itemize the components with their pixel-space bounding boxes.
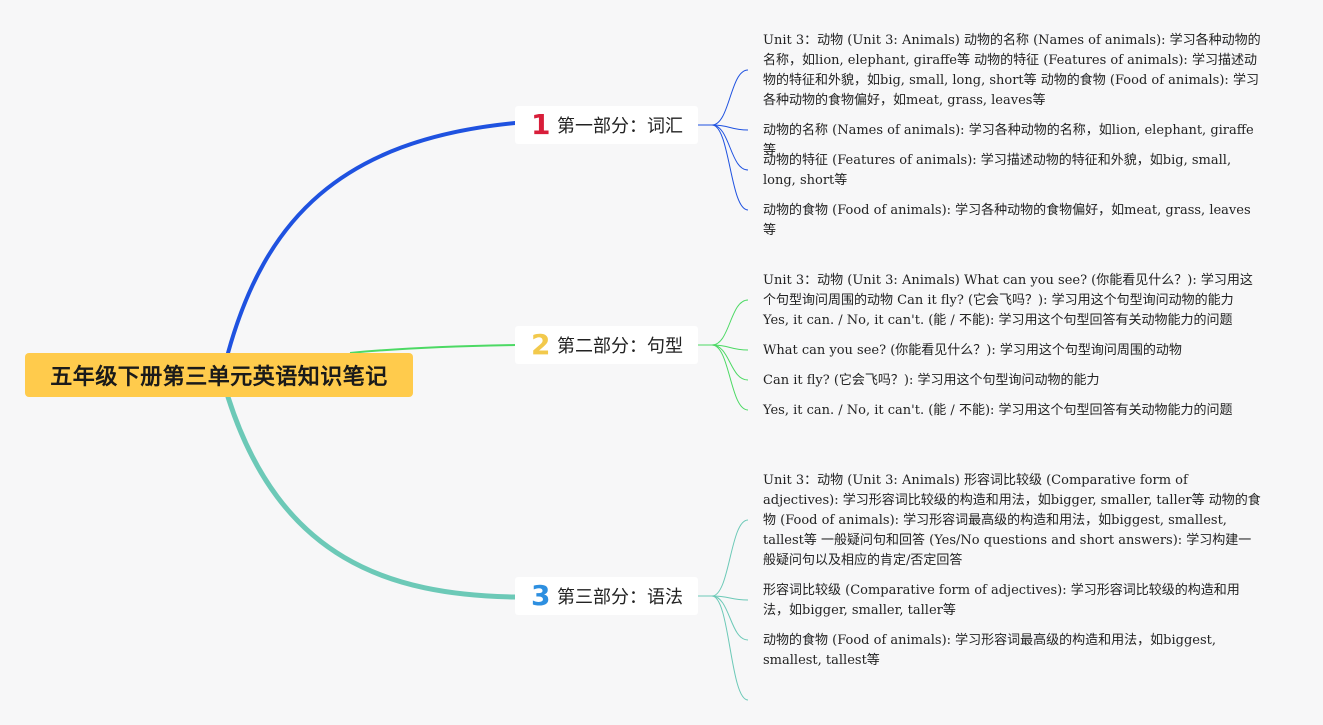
leaf-grammar-summary[interactable]: Unit 3：动物 (Unit 3: Animals) 形容词比较级 (Comp… bbox=[763, 473, 1261, 568]
leaf-sentences-yes-no[interactable]: Yes, it can. / No, it can't. (能 / 不能): 学… bbox=[763, 403, 1233, 418]
leaf-sentences-what-can-you-see[interactable]: What can you see? (你能看见什么？): 学习用这个句型询问周围… bbox=[763, 343, 1182, 358]
main-branch-3 bbox=[225, 394, 518, 600]
section-number-2: 2 bbox=[531, 328, 551, 361]
leaf-vocabulary-summary[interactable]: Unit 3：动物 (Unit 3: Animals) 动物的名称 (Names… bbox=[763, 33, 1261, 108]
sub-branches-3 bbox=[698, 519, 749, 701]
main-branch-2 bbox=[349, 344, 516, 354]
leaf-vocabulary-features[interactable]: 动物的特征 (Features of animals): 学习描述动物的特征和外… bbox=[763, 153, 1232, 188]
section-node-sentences[interactable]: 2 第二部分：句型 bbox=[515, 326, 698, 364]
leaf-vocabulary-food[interactable]: 动物的食物 (Food of animals): 学习各种动物的食物偏好，如me… bbox=[763, 203, 1251, 238]
root-node[interactable]: 五年级下册第三单元英语知识笔记 bbox=[25, 353, 413, 397]
section-node-vocabulary[interactable]: 1 第一部分：词汇 bbox=[515, 106, 698, 144]
section-label-vocabulary: 第一部分：词汇 bbox=[557, 116, 683, 137]
section-label-sentences: 第二部分：句型 bbox=[557, 336, 683, 357]
leaf-sentences-summary[interactable]: Unit 3：动物 (Unit 3: Animals) What can you… bbox=[763, 273, 1253, 328]
section-node-grammar[interactable]: 3 第三部分：语法 bbox=[515, 577, 698, 615]
main-branch-1 bbox=[226, 121, 517, 355]
section-number-3: 3 bbox=[531, 579, 551, 612]
sub-branches-1 bbox=[698, 69, 749, 211]
section-number-1: 1 bbox=[531, 108, 551, 141]
leaf-vocabulary-names[interactable]: 动物的名称 (Names of animals): 学习各种动物的名称，如lio… bbox=[763, 123, 1254, 158]
leaf-grammar-superlative[interactable]: 动物的食物 (Food of animals): 学习形容词最高级的构造和用法，… bbox=[763, 633, 1217, 668]
section-label-grammar: 第三部分：语法 bbox=[557, 587, 683, 608]
leaf-sentences-can-it-fly[interactable]: Can it fly? (它会飞吗？): 学习用这个句型询问动物的能力 bbox=[763, 373, 1100, 388]
sub-branches-2 bbox=[698, 299, 749, 411]
leaf-grammar-comparative[interactable]: 形容词比较级 (Comparative form of adjectives):… bbox=[763, 583, 1240, 618]
root-title: 五年级下册第三单元英语知识笔记 bbox=[50, 365, 388, 390]
